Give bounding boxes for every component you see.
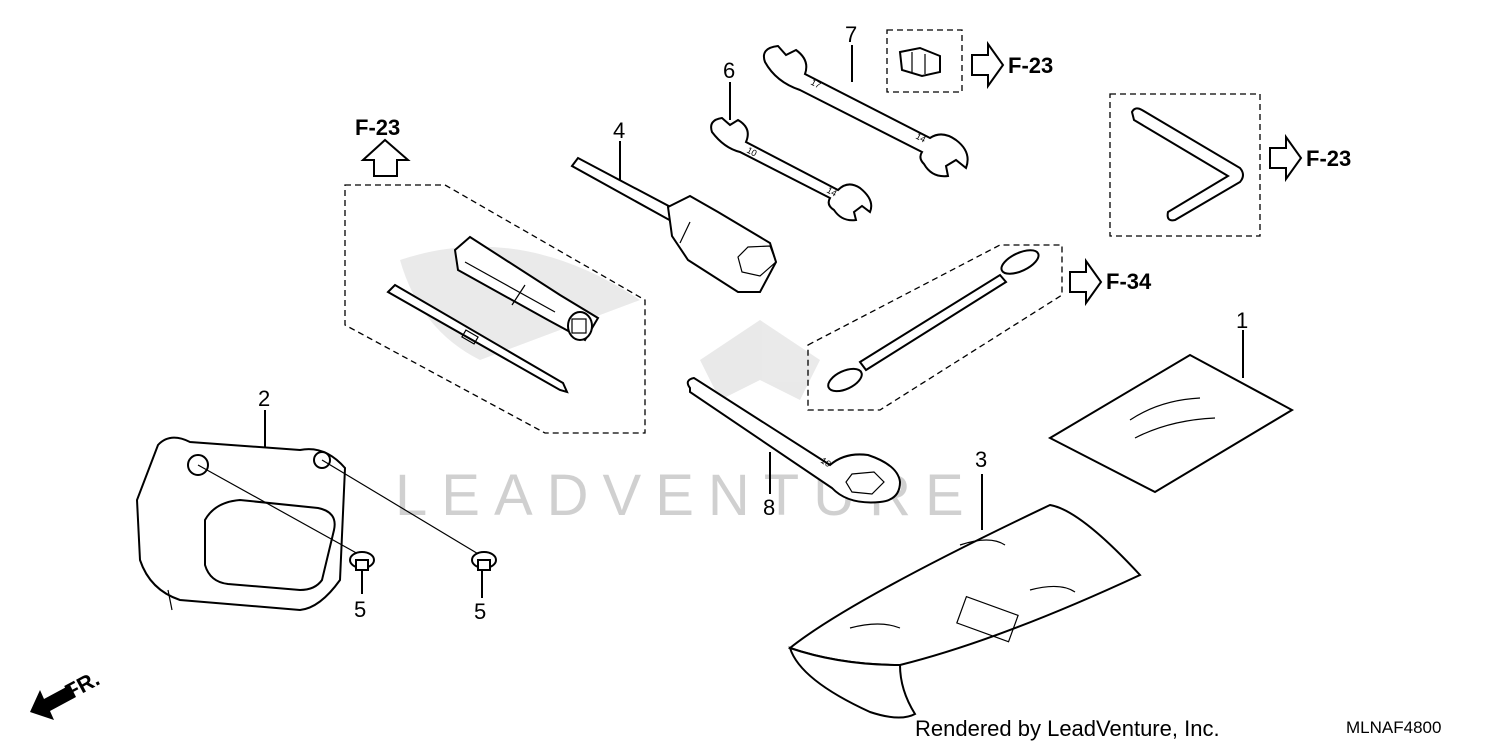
screwdriver-group-box	[344, 184, 646, 434]
callout-3: 3	[975, 447, 987, 472]
clip-group-box	[886, 29, 963, 93]
right-arrow-icon	[971, 40, 1005, 90]
callout-6: 6	[723, 58, 735, 83]
tool-bag	[787, 503, 1142, 719]
hex-key	[1130, 107, 1244, 222]
screwdriver-handle	[453, 235, 600, 342]
socket-wrench	[570, 156, 778, 293]
bolt-right	[471, 551, 497, 571]
ref-f23-top[interactable]: F-23	[355, 115, 411, 177]
front-arrow-icon	[30, 685, 76, 720]
ref-f34[interactable]: F-34	[1069, 257, 1152, 307]
rendered-by-credit: Rendered by LeadVenture, Inc.	[915, 716, 1220, 741]
tool-case	[135, 436, 347, 612]
clip-part	[898, 46, 941, 78]
helmet-cable	[827, 249, 1040, 393]
callout-5b: 5	[474, 599, 486, 624]
small-wrench: 10 14	[710, 116, 873, 222]
ref-f23-wrench[interactable]: F-23	[971, 40, 1053, 90]
ref-f23-wrench-label: F-23	[1008, 53, 1053, 78]
right-arrow-icon	[1069, 257, 1103, 307]
svg-text:10: 10	[819, 455, 833, 469]
right-arrow-icon	[1269, 133, 1303, 183]
ref-f23-hex[interactable]: F-23	[1269, 133, 1351, 183]
bolt-left	[349, 551, 375, 571]
callout-5a: 5	[354, 597, 366, 622]
cable-group-box	[807, 244, 1063, 411]
ref-f23-hex-label: F-23	[1306, 146, 1351, 171]
owners-manual	[1047, 353, 1295, 494]
ref-f23-top-label: F-23	[355, 115, 400, 140]
hex-key-group-box	[1109, 93, 1261, 237]
screwdriver-bit	[386, 283, 569, 394]
callout-4: 4	[613, 118, 625, 143]
ref-f34-label: F-34	[1106, 269, 1152, 294]
callout-1: 1	[1236, 308, 1248, 333]
svg-text:10: 10	[745, 145, 759, 159]
front-direction: FR.	[30, 666, 104, 720]
up-arrow-icon	[360, 138, 411, 177]
callout-2: 2	[258, 386, 270, 411]
svg-text:17: 17	[809, 77, 823, 91]
diagram-code: MLNAF4800	[1346, 718, 1442, 737]
large-wrench: 17 14	[762, 44, 969, 178]
svg-text:14: 14	[914, 131, 928, 145]
flat-wrench: 10	[686, 376, 902, 504]
callout-7: 7	[845, 22, 857, 47]
svg-text:14: 14	[825, 185, 839, 199]
callout-8: 8	[763, 495, 775, 520]
